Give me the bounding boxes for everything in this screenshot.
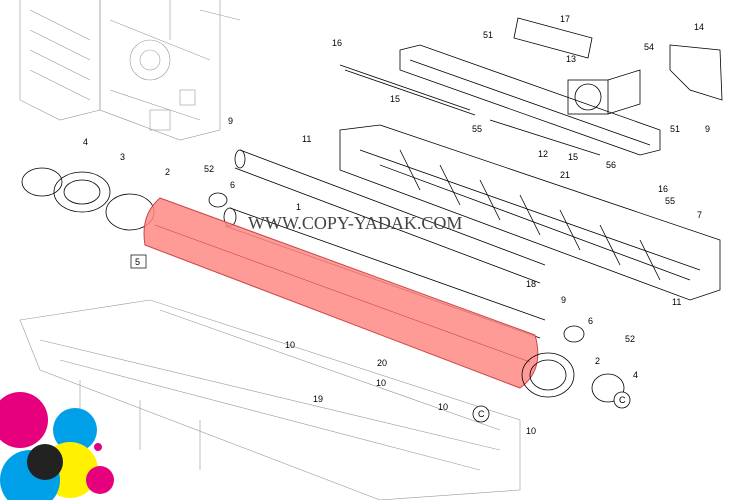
callout: 12 xyxy=(538,149,548,159)
callout-labels: 17 14 51 54 16 13 15 12 51 9 9 11 55 56 … xyxy=(83,14,710,436)
highlight-callout-box xyxy=(130,254,147,269)
callout: 10 xyxy=(438,402,448,412)
watermark-text: WWW.COPY-YADAK.COM xyxy=(248,213,462,233)
strip-15 xyxy=(339,64,601,156)
rings-right xyxy=(521,325,625,403)
reference-c-circle xyxy=(613,391,631,409)
reference-c-circle xyxy=(472,405,490,423)
callout: 7 xyxy=(697,210,702,220)
fuser-frame-drawing xyxy=(339,124,721,301)
callout: 21 xyxy=(560,170,570,180)
callout: 56 xyxy=(606,160,616,170)
callout: 51 xyxy=(483,30,493,40)
callout: 16 xyxy=(332,38,342,48)
callout: 4 xyxy=(83,137,88,147)
callout: 54 xyxy=(644,42,654,52)
callout: 15 xyxy=(568,152,578,162)
watermark-logo xyxy=(0,392,114,500)
callout: 14 xyxy=(694,22,704,32)
callout: 20 xyxy=(377,358,387,368)
callout: 9 xyxy=(228,116,233,126)
callout: 10 xyxy=(526,426,536,436)
callout: 55 xyxy=(665,196,675,206)
callout: 18 xyxy=(526,279,536,289)
callout: 51 xyxy=(670,124,680,134)
top-bracket-drawing xyxy=(399,44,661,156)
callout: 13 xyxy=(566,54,576,64)
callout: 15 xyxy=(390,94,400,104)
callout: 9 xyxy=(705,124,710,134)
callout: 6 xyxy=(230,180,235,190)
callout: 55 xyxy=(472,124,482,134)
callout: 52 xyxy=(625,334,635,344)
lower-frame-drawing xyxy=(19,299,521,500)
callout: C xyxy=(619,395,626,405)
callout: 10 xyxy=(376,378,386,388)
part-17-plate xyxy=(513,17,593,59)
highlighted-part-5 xyxy=(143,197,539,389)
callout: 3 xyxy=(120,152,125,162)
upper-frame-drawing xyxy=(19,0,241,141)
callout: 11 xyxy=(672,297,681,307)
callout: 17 xyxy=(560,14,570,24)
callout: 16 xyxy=(658,184,668,194)
callout: 10 xyxy=(285,340,295,350)
callout: 11 xyxy=(302,134,311,144)
part-14-cover xyxy=(669,44,723,101)
callout: C xyxy=(478,409,485,419)
callout: 9 xyxy=(561,295,566,305)
callout: 2 xyxy=(165,167,170,177)
callout: 6 xyxy=(588,316,593,326)
callout-highlighted: 5 xyxy=(135,257,140,267)
callout: 2 xyxy=(595,356,600,366)
callout: 1 xyxy=(296,202,301,212)
fan-13 xyxy=(567,69,641,115)
callout: 4 xyxy=(633,370,638,380)
callout: 19 xyxy=(313,394,323,404)
callout: 52 xyxy=(204,164,214,174)
